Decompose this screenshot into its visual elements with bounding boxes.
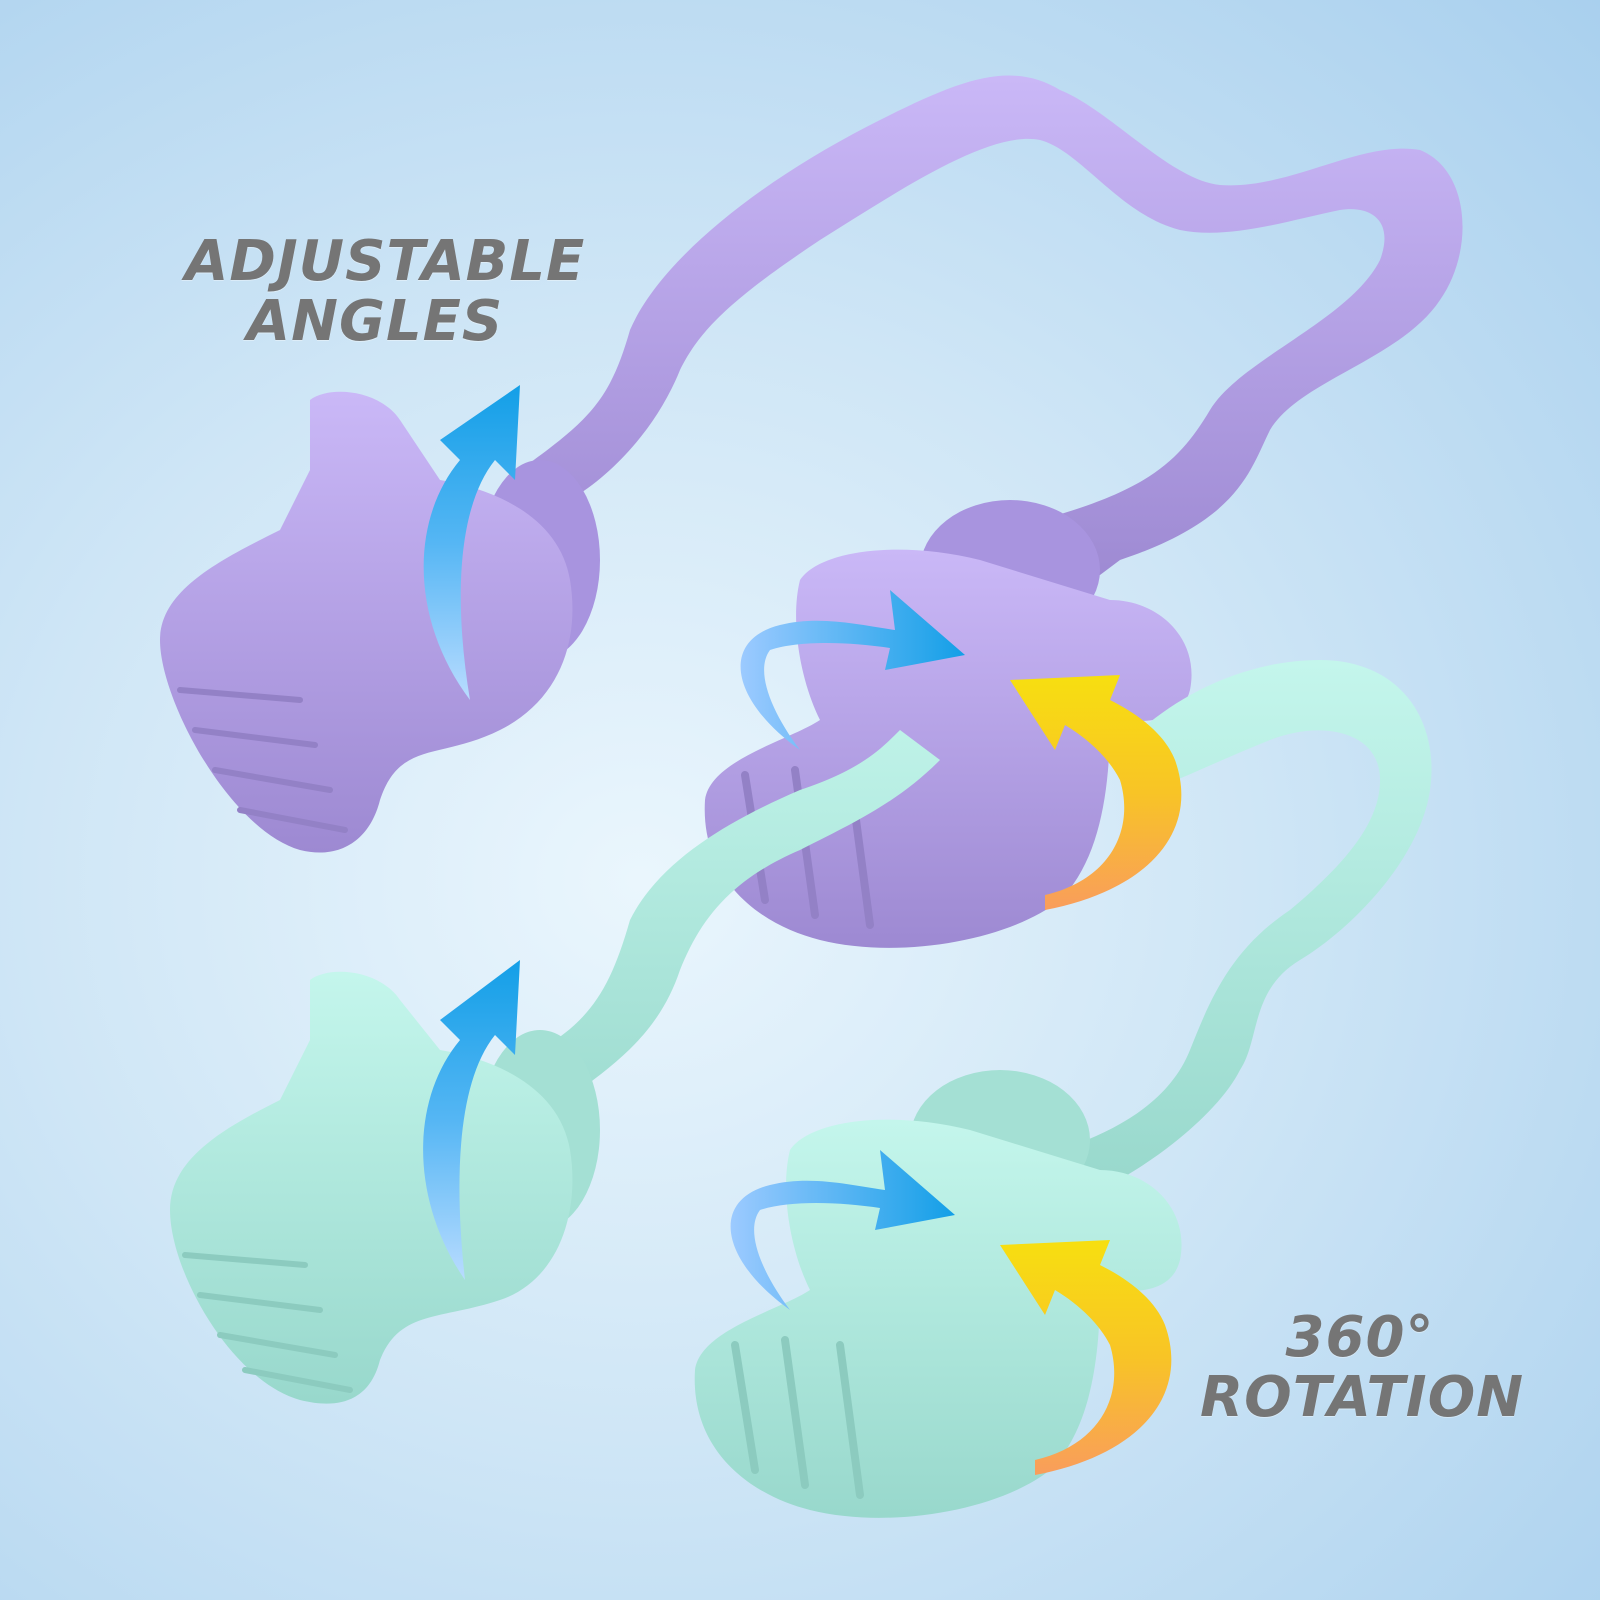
rotation-arrow-icon (1010, 675, 1182, 910)
rotation-caption-line2: ROTATION (1200, 1365, 1525, 1430)
adjust-angle-arrow-icon (423, 385, 520, 700)
adjustable-caption-line2: ANGLES (246, 289, 504, 354)
rotation-caption-line1: 360° (1285, 1305, 1435, 1370)
mint-band (540, 660, 1432, 1190)
rotation-arrow-icon (730, 1150, 955, 1310)
mint-roller-right (694, 1070, 1182, 1518)
mint-roller-left (170, 971, 600, 1404)
purple-roller-right (704, 500, 1192, 948)
adjustable-caption-line1: ADJUSTABLE (185, 229, 586, 294)
adjust-angle-arrow-icon (423, 960, 520, 1280)
rotation-arrow-icon (1000, 1240, 1172, 1475)
rotation-caption: 360° ROTATION (1200, 1305, 1525, 1430)
mint-massager (170, 660, 1432, 1518)
purple-roller-left (160, 391, 600, 853)
rotation-arrow-icon (740, 590, 965, 750)
adjustable-angles-caption: ADJUSTABLE ANGLES (185, 229, 586, 354)
purple-band (520, 75, 1463, 591)
